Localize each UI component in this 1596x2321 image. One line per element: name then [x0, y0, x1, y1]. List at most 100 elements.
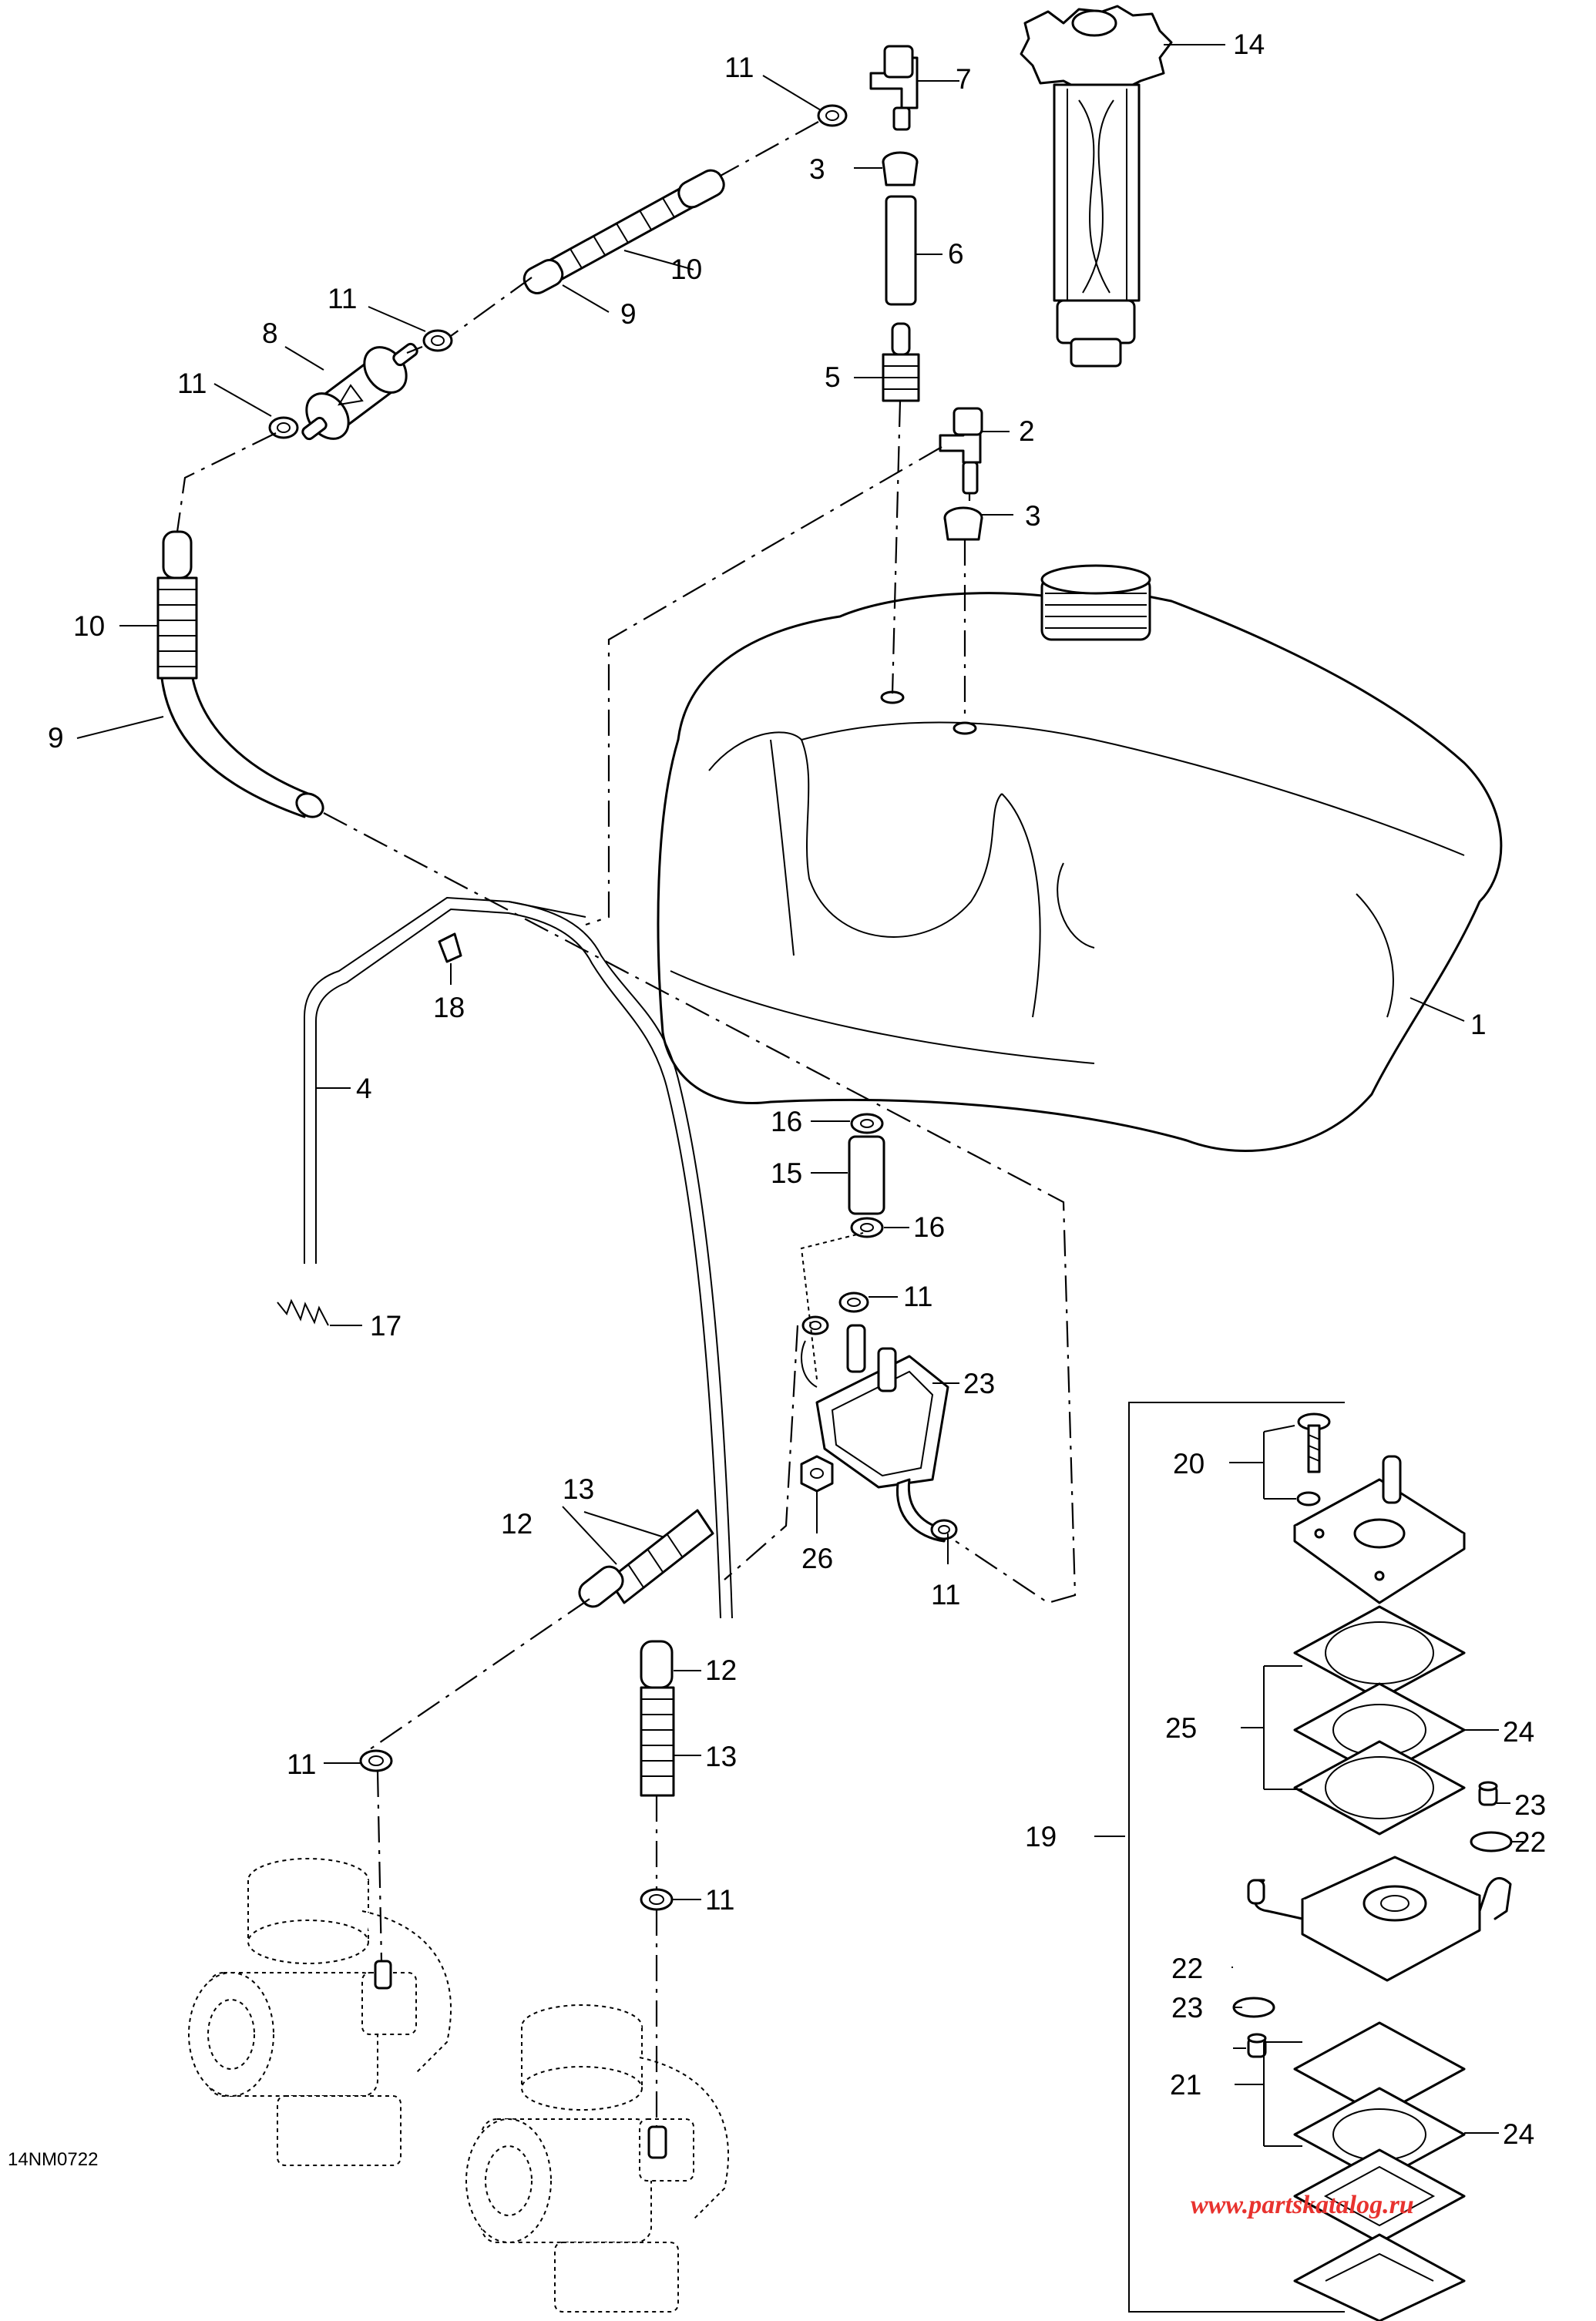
callout-15: 15 [771, 1157, 802, 1189]
route-vent [585, 446, 942, 926]
elbow-fitting-top [869, 45, 919, 131]
gasket-upper-3 [1293, 1740, 1466, 1836]
vent-hose [304, 896, 733, 1619]
route-filter [450, 277, 533, 337]
protective-sleeve-top [522, 169, 725, 294]
clamp-carb-right [640, 1888, 674, 1911]
callout-8: 8 [262, 317, 278, 349]
callout-24: 24 [1503, 2118, 1534, 2150]
callout-19: 19 [1025, 1821, 1057, 1852]
callout-11: 11 [903, 1281, 932, 1312]
clamp-pump-1 [838, 1291, 869, 1313]
callout-12: 12 [501, 1508, 533, 1540]
callout-25: 25 [1165, 1712, 1197, 1744]
gasket-lower-1 [1293, 2021, 1466, 2117]
callout-9: 9 [620, 298, 637, 330]
pump-cover [1293, 1455, 1466, 1604]
callout-1: 1 [1470, 1009, 1487, 1040]
callout-16: 16 [913, 1211, 945, 1243]
callout-11: 11 [177, 368, 207, 399]
route-vertical-1 [891, 400, 902, 694]
washer-right [1470, 1831, 1513, 1852]
callout-3: 3 [809, 153, 825, 185]
callout-7: 7 [956, 63, 972, 95]
clamp-top-2 [422, 329, 453, 352]
callout-11: 11 [287, 1748, 316, 1780]
hose-15 [848, 1135, 885, 1215]
fuel-level-sender [1020, 5, 1173, 368]
callout-22: 22 [1171, 1953, 1203, 1984]
clamp-carb-left [359, 1749, 393, 1772]
callout-10: 10 [73, 610, 105, 642]
pump-breakdown-box [1128, 1402, 1345, 2313]
grommet-top [882, 151, 919, 186]
clamp-16-bottom [850, 1217, 884, 1238]
callout-11: 11 [705, 1884, 734, 1916]
callout-10: 10 [670, 254, 702, 285]
route-left-carb-down [376, 1770, 383, 1962]
clamp-pump-2 [801, 1315, 829, 1335]
spring [277, 1298, 329, 1326]
callout-11: 11 [931, 1579, 960, 1611]
fuel-tank [657, 564, 1503, 1152]
route-filter-2 [406, 345, 423, 354]
callout-18: 18 [433, 992, 465, 1023]
callout-5: 5 [825, 361, 841, 393]
callout-24: 24 [1503, 1716, 1534, 1748]
callout-13: 13 [563, 1473, 594, 1505]
callout-23: 23 [1171, 1992, 1203, 2024]
callout-26: 26 [801, 1543, 833, 1574]
fuel-filter [301, 342, 418, 441]
carburetor-left [188, 1858, 452, 2166]
callout-11: 11 [724, 52, 754, 83]
callout-3: 3 [1025, 500, 1041, 532]
watermark: www.partskatalog.ru [1191, 2191, 1414, 2219]
grommet-lower [943, 506, 983, 541]
callout-4: 4 [356, 1073, 372, 1104]
clamp-top-3 [268, 416, 299, 439]
callout-21: 21 [1170, 2069, 1201, 2101]
pump-body [1247, 1856, 1512, 1982]
callout-6: 6 [948, 238, 964, 270]
callout-22: 22 [1514, 1826, 1546, 1858]
carburetor-right [465, 2004, 730, 2313]
diagram-code: 14NM0722 [8, 2149, 98, 2170]
route-pump-feed [323, 812, 1077, 1604]
callouts: 11 7 3 6 10 9 11 8 11 5 2 3 14 10 9 1 18… [48, 29, 1546, 2150]
route-vertical-2 [963, 493, 971, 720]
callout-11: 11 [328, 283, 357, 314]
leader-lines [76, 44, 1526, 2147]
callout-13: 13 [705, 1741, 737, 1772]
callout-17: 17 [370, 1310, 402, 1342]
hose-left [156, 530, 324, 818]
clamp-top-1 [817, 104, 848, 127]
callout-20: 20 [1173, 1448, 1205, 1480]
callout-12: 12 [705, 1654, 737, 1686]
fuel-pump [801, 1324, 949, 1543]
route-pump-out [724, 1325, 799, 1580]
pump-screw [1296, 1412, 1331, 1506]
gasket-lower-3 [1293, 2148, 1466, 2244]
sleeve-left [578, 1509, 714, 1608]
callout-14: 14 [1233, 29, 1265, 60]
callout-2: 2 [1019, 415, 1035, 447]
callout-9: 9 [48, 722, 64, 754]
check-valve-right [1478, 1781, 1498, 1806]
clamp-16-top [850, 1113, 884, 1134]
callout-23: 23 [963, 1368, 995, 1399]
vent-tube [885, 195, 917, 306]
elbow-fitting-lower [939, 407, 983, 495]
hose-clip [438, 932, 462, 963]
clamp-pump-3 [930, 1519, 958, 1540]
check-valve-left [1247, 2033, 1267, 2058]
sleeve-right [640, 1640, 675, 1797]
route-left-down [176, 432, 277, 532]
callout-23: 23 [1514, 1789, 1546, 1821]
callout-16: 16 [771, 1106, 802, 1137]
route-to-left-carb [369, 1598, 590, 1750]
route-top [720, 121, 819, 176]
check-valve [882, 322, 920, 402]
nut [800, 1455, 834, 1493]
route-pump-link [800, 1232, 864, 1380]
